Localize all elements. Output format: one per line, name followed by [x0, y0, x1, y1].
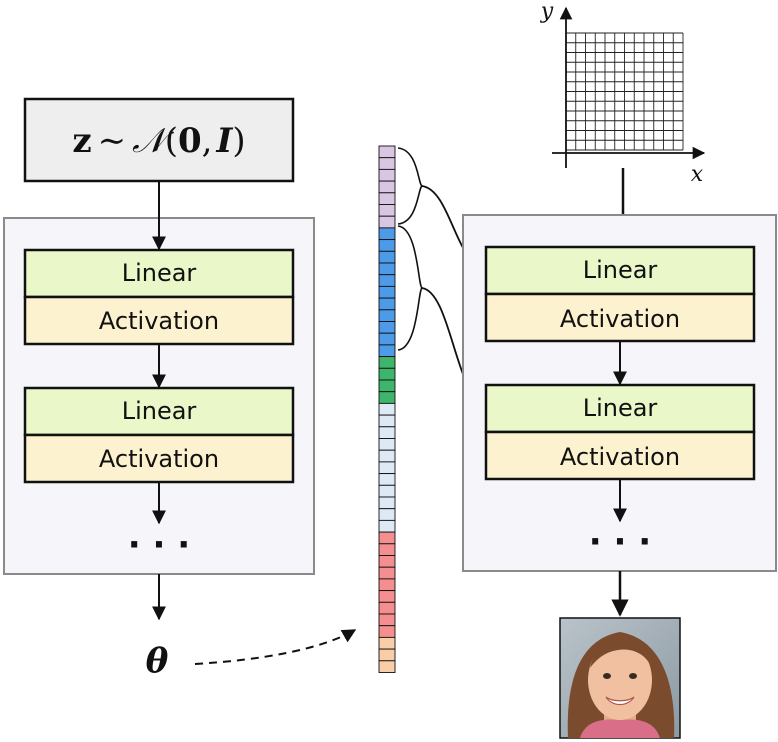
face	[588, 640, 652, 720]
hyper-ellipsis: · · ·	[128, 525, 190, 565]
parameter-cell	[378, 519, 396, 533]
theta-label: θ	[146, 641, 169, 681]
parameter-cell	[378, 613, 396, 627]
parameter-cell	[378, 168, 396, 182]
parameter-cell	[378, 508, 396, 521]
latent-label: z∼𝒩(0,I)	[72, 121, 245, 161]
parameter-cell	[378, 438, 396, 451]
parameter-cell	[378, 543, 396, 556]
parameter-cell	[378, 625, 396, 638]
parameter-cell	[378, 215, 396, 229]
brace-layer-2	[397, 225, 424, 351]
latent-comma: ,	[202, 121, 213, 161]
parameter-cell	[378, 578, 396, 592]
shirt	[580, 719, 660, 738]
dashed-arrow-theta-to-vector	[194, 629, 357, 665]
implicit-layer-1: Linear Activation	[484, 245, 756, 343]
latent-box: z∼𝒩(0,I)	[23, 97, 295, 183]
activation-block	[23, 433, 295, 484]
parameter-cell	[378, 636, 396, 650]
parameter-cell	[378, 239, 396, 252]
implicit-ellipsis: · · ·	[589, 522, 651, 562]
activation-block	[484, 292, 756, 343]
right-eye	[629, 673, 637, 679]
parameter-cell	[378, 356, 396, 369]
parameter-cell	[378, 227, 396, 241]
parameter-cell	[378, 332, 396, 346]
parameter-cell	[378, 379, 396, 393]
parameter-cell	[378, 274, 396, 287]
brace-layer-1	[397, 147, 424, 225]
y-axis-label: y	[540, 0, 554, 24]
parameter-cell	[378, 484, 396, 498]
parameter-cell	[378, 555, 396, 568]
hyper-layer-1: Linear Activation	[23, 248, 295, 346]
parameter-cell	[378, 391, 396, 404]
parameter-cell	[378, 414, 396, 428]
parameter-cell	[378, 531, 396, 545]
latent-open-paren: (	[165, 121, 178, 161]
parameter-cell	[378, 426, 396, 439]
x-axis-label: x	[691, 162, 704, 187]
coordinate-grid: y x	[540, 0, 706, 187]
parameter-cell	[378, 262, 396, 276]
parameter-cell	[378, 601, 396, 615]
linear-block	[23, 386, 295, 437]
parameter-cell	[378, 590, 396, 603]
latent-identity: I	[215, 121, 233, 161]
parameter-cell	[378, 344, 396, 358]
parameter-cell	[378, 496, 396, 510]
parameter-cell	[378, 180, 396, 194]
activation-label: Activation	[99, 307, 219, 335]
implicit-layer-2: Linear Activation	[484, 383, 756, 481]
activation-label: Activation	[560, 305, 680, 333]
linear-label: Linear	[122, 397, 197, 425]
parameter-cell	[378, 157, 396, 170]
linear-label: Linear	[122, 259, 197, 287]
parameter-cell	[378, 192, 396, 205]
parameter-cell	[378, 250, 396, 264]
smile	[605, 696, 635, 706]
activation-block	[484, 430, 756, 481]
parameter-cell	[378, 648, 396, 662]
hyper-layer-2: Linear Activation	[23, 386, 295, 484]
latent-close-paren: )	[232, 121, 245, 161]
parameter-cell	[378, 660, 396, 673]
parameter-cell	[378, 285, 396, 299]
linear-label: Linear	[583, 394, 658, 422]
activation-label: Activation	[99, 445, 219, 473]
parameter-cell	[378, 566, 396, 580]
linear-block	[23, 248, 295, 299]
latent-z: z	[72, 121, 91, 161]
latent-zero: 0	[178, 121, 202, 161]
parameter-vector	[378, 145, 396, 673]
output-face-image	[559, 617, 681, 739]
parameter-cell	[378, 297, 396, 311]
linear-label: Linear	[583, 256, 658, 284]
parameter-cell	[378, 367, 396, 381]
parameter-cell	[378, 145, 396, 159]
parameter-cell	[378, 204, 396, 217]
latent-tilde: ∼	[98, 121, 127, 161]
parameter-cell	[378, 309, 396, 322]
activation-label: Activation	[560, 443, 680, 471]
parameter-cell	[378, 321, 396, 334]
parameter-cell	[378, 449, 396, 463]
left-eye	[603, 673, 611, 679]
parameter-cell	[378, 473, 396, 486]
grid-lines	[565, 32, 684, 151]
parameter-cell	[378, 402, 396, 416]
parameter-cell	[378, 461, 396, 475]
fringe	[590, 639, 652, 668]
